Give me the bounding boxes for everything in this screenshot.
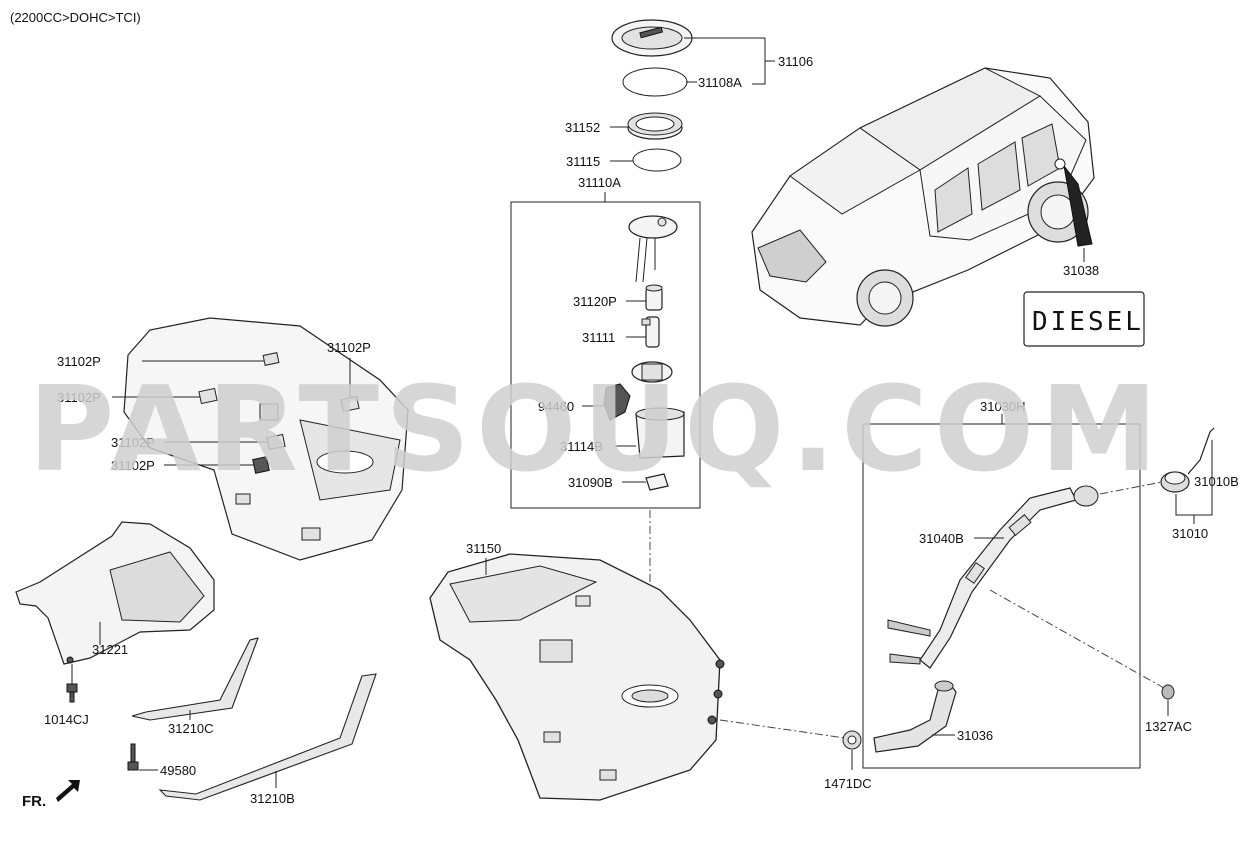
label-31106: 31106 [778,54,813,69]
label-31152: 31152 [565,120,600,135]
fuel-tank-31150[interactable] [429,553,725,801]
label-31102P-e: 31102P [327,340,371,355]
o-ring-31115[interactable] [632,148,682,172]
pump-cover-31106[interactable] [611,19,693,57]
watermark: PARTSOUQ.COM [28,360,1164,498]
label-1471DC: 1471DC [824,776,872,791]
label-31030H: 31030H [980,399,1026,414]
clamp-1471DC[interactable] [842,730,862,750]
filler-neck-box-31030H [862,423,1141,769]
label-31115: 31115 [566,154,600,169]
label-31010B: 31010B [1194,474,1239,489]
engine-spec-header: (2200CC>DOHC>TCI) [10,10,141,25]
pump-flange[interactable] [628,215,678,283]
label-31111: 31111 [582,330,615,345]
sender-94460[interactable] [603,361,673,421]
fuel-cap-31010[interactable] [1160,427,1215,493]
label-31120P: 31120P [573,294,617,309]
label-31221: 31221 [92,642,128,657]
pump-31111[interactable] [641,316,660,348]
gasket-31108A[interactable] [622,67,688,97]
pump-module-box-31110A [510,201,701,509]
label-1327AC: 1327AC [1145,719,1192,734]
label-31038: 31038 [1063,263,1099,278]
vehicle-illustration [751,67,1095,327]
label-49580: 49580 [160,763,196,778]
hose-31036[interactable] [873,680,957,753]
axis-tank-to-clamp [719,719,846,739]
label-31040B: 31040B [919,531,964,546]
label-31102P-b: 31102P [57,390,101,405]
diesel-badge-31038[interactable]: DIESEL [1023,291,1145,347]
lock-ring-31152[interactable] [627,112,683,140]
label-31102P-a: 31102P [57,354,101,369]
label-31110A: 31110A [578,175,621,190]
front-direction-label: FR. [22,793,46,810]
strap-31210C[interactable] [131,637,259,721]
axis-neck-to-cap [1099,481,1163,495]
label-31150: 31150 [466,541,501,556]
tank-protector[interactable] [123,317,409,561]
label-31108A: 31108A [698,75,742,90]
grommet-1327AC[interactable] [1161,684,1175,700]
front-arrow-icon [56,780,80,802]
filler-neck-31040B[interactable] [887,485,1099,669]
label-1014CJ: 1014CJ [44,712,89,727]
label-31102P-c: 31102P [111,435,155,450]
valve-31090B[interactable] [645,473,669,491]
strap-31210B[interactable] [158,673,377,801]
label-31010: 31010 [1172,526,1208,541]
label-31090B: 31090B [568,475,613,490]
axis-neck-to-1327AC [989,589,1165,689]
label-31210B: 31210B [250,791,295,806]
label-31036: 31036 [957,728,993,743]
label-31210C: 31210C [168,721,214,736]
bolt-1014CJ[interactable] [66,683,78,703]
bolt-49580[interactable] [127,743,139,771]
diesel-badge-text: DIESEL [1032,307,1144,337]
label-94460: 94460 [538,399,574,414]
filter-31120P[interactable] [645,284,663,311]
label-31114B: 31114B [560,439,603,454]
heat-shield-31221[interactable] [15,521,215,665]
label-31102P-d: 31102P [111,458,155,473]
reservoir-31114B[interactable] [635,407,685,459]
